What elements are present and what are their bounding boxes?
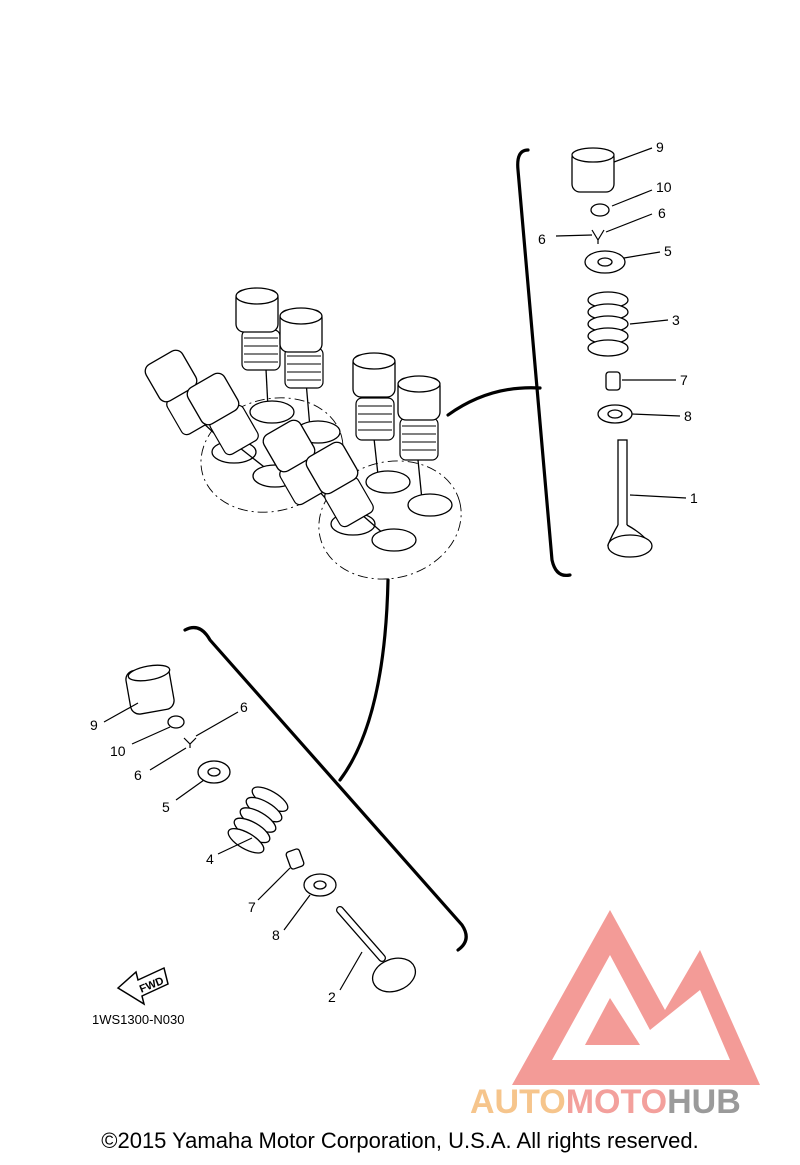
callout-7-left: 7 [248,899,256,915]
diagram-code: 1WS1300-N030 [92,1012,185,1027]
valve-stem-seal-part [605,371,621,391]
bracket-right [516,148,572,578]
connector-left [338,578,390,782]
automotohub-logo-icon [512,910,760,1085]
watermark-brand: AUTOMOTOHUB [470,1083,741,1121]
watermark-moto: MOTO [566,1083,667,1121]
valve-cotter-part [591,229,605,244]
callout-8-right: 8 [684,408,692,424]
callout-1-right: 1 [690,490,698,506]
exploded-view-right: 9 10 6 6 5 3 7 8 1 [538,139,698,558]
bracket-left [183,626,468,952]
valve-spring-part [587,291,629,357]
adjusting-pad-part [590,203,610,217]
callout-5-left: 5 [162,799,170,815]
callout-5-right: 5 [664,243,672,259]
watermark-auto: AUTO [470,1083,566,1121]
connector-right [446,386,542,417]
callout-2-left: 2 [328,989,336,1005]
valve-exhaust-part [607,439,653,558]
copyright-notice: ©2015 Yamaha Motor Corporation, U.S.A. A… [101,1128,699,1153]
callout-8-left: 8 [272,927,280,943]
callout-6b-left: 6 [134,767,142,783]
callout-7-right: 7 [680,372,688,388]
callout-10-left: 10 [110,743,126,759]
valve-intake-part [336,906,417,993]
watermark-hub: HUB [667,1083,741,1121]
callout-4-left: 4 [206,851,214,867]
valve-stem-seal-part [285,848,305,870]
callout-3-right: 3 [672,312,680,328]
exploded-view-left: 9 6 10 6 5 4 7 8 2 [90,664,417,1005]
callout-9-right: 9 [656,139,664,155]
callout-6a-left: 6 [240,699,248,715]
callout-6b-right: 6 [538,231,546,247]
fwd-arrow-icon: FWD [116,966,169,1006]
callout-9-left: 9 [90,717,98,733]
callout-10-right: 10 [656,179,672,195]
adjusting-pad-part [167,715,185,729]
callout-6a-right: 6 [658,205,666,221]
valve-assembly-cluster [144,287,462,580]
valve-cotter-part [183,737,197,748]
